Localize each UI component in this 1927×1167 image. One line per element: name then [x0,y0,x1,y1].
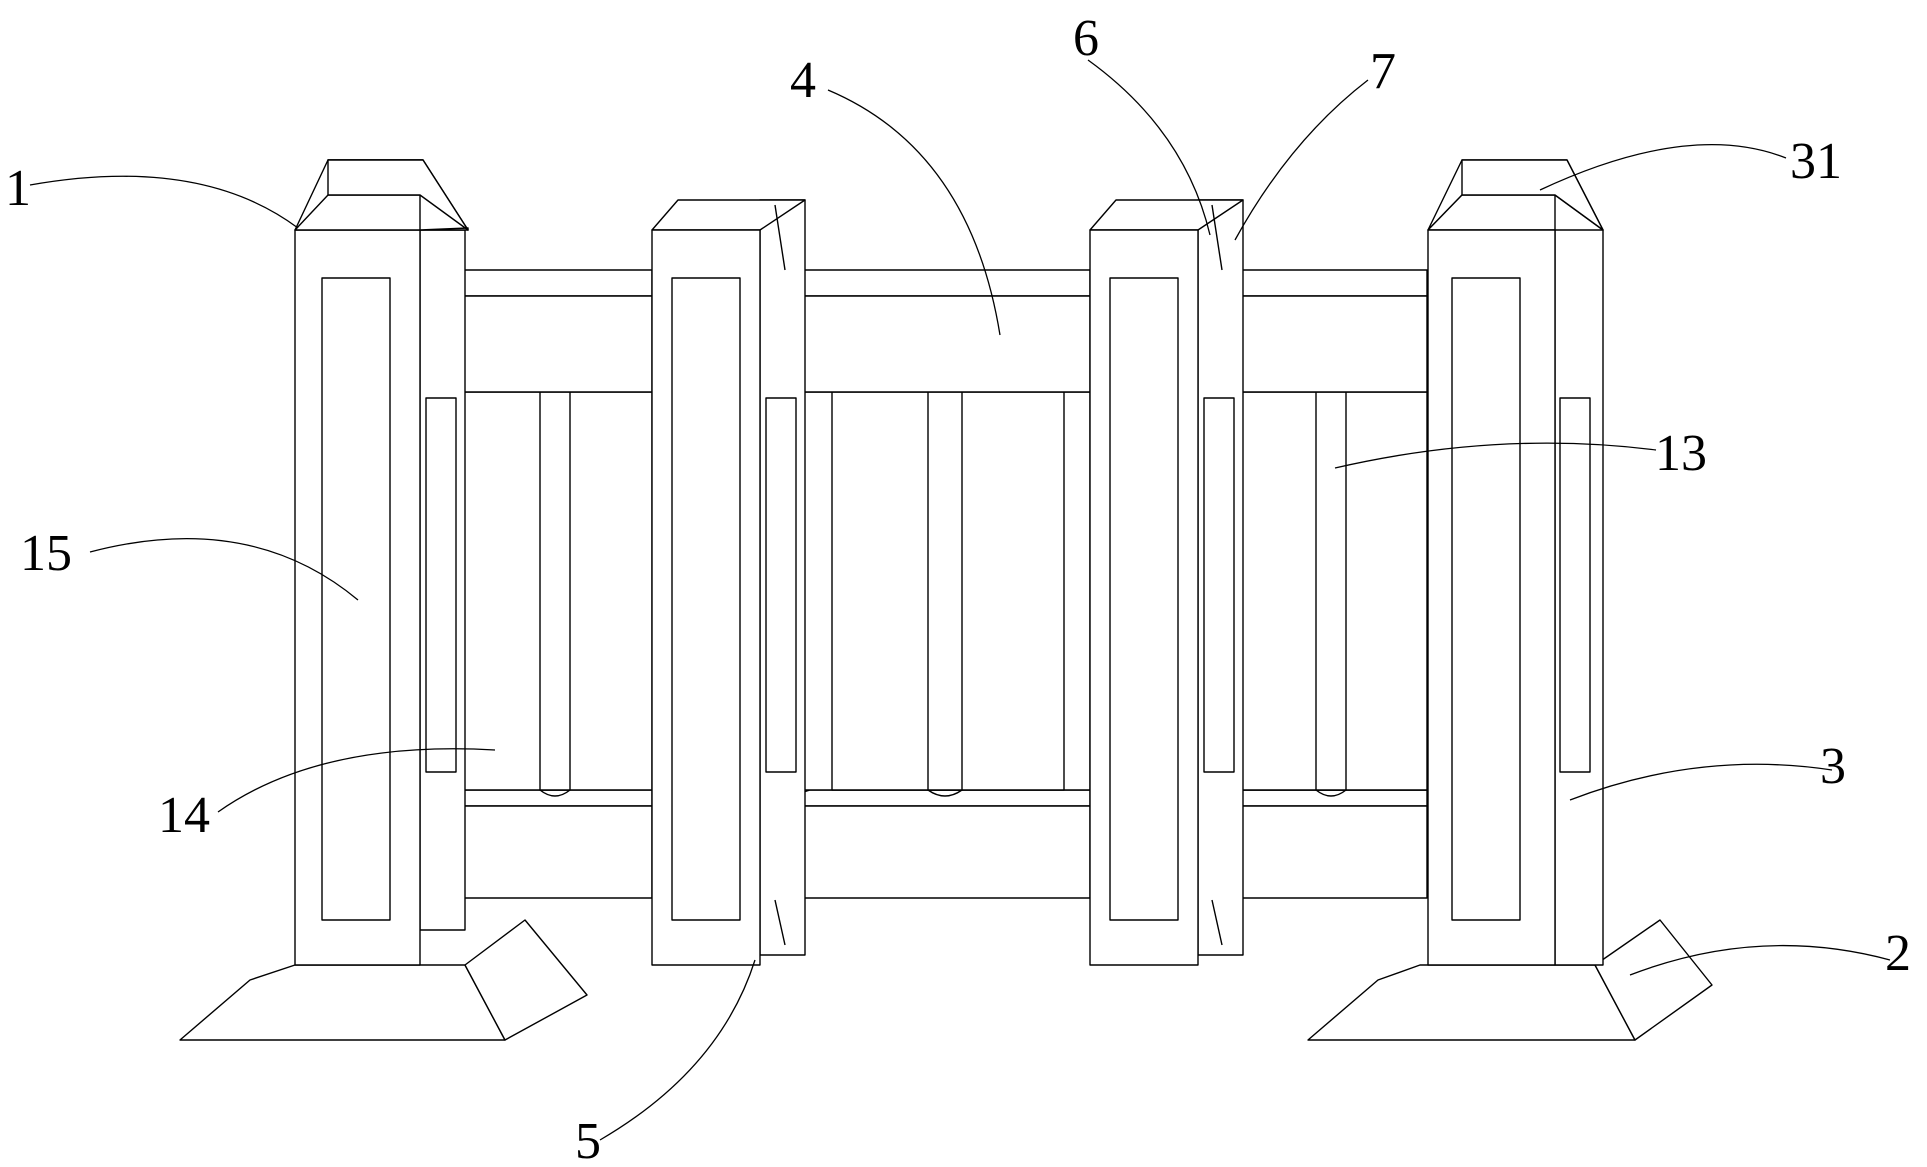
label-4: 4 [790,52,816,109]
mid-post-1 [652,200,805,965]
label-13: 13 [1655,425,1707,482]
center-baluster [928,392,962,790]
label-14: 14 [158,787,210,844]
label-6: 6 [1073,10,1099,67]
left-end-post [295,160,468,965]
top-rail [420,296,1427,392]
label-2: 2 [1885,925,1911,982]
label-15: 15 [20,525,72,582]
left-infill-panel [463,392,652,796]
mid-post-2 [1090,200,1243,965]
label-1: 1 [5,160,31,217]
label-5: 5 [575,1113,601,1167]
left-baluster [540,392,570,790]
center-infill-panel [760,392,1090,796]
label-31: 31 [1790,133,1842,190]
label-7: 7 [1370,43,1396,100]
label-3: 3 [1820,738,1846,795]
right-end-post [1428,160,1603,965]
right-baluster [1316,392,1346,790]
bottom-rail [420,806,1427,898]
